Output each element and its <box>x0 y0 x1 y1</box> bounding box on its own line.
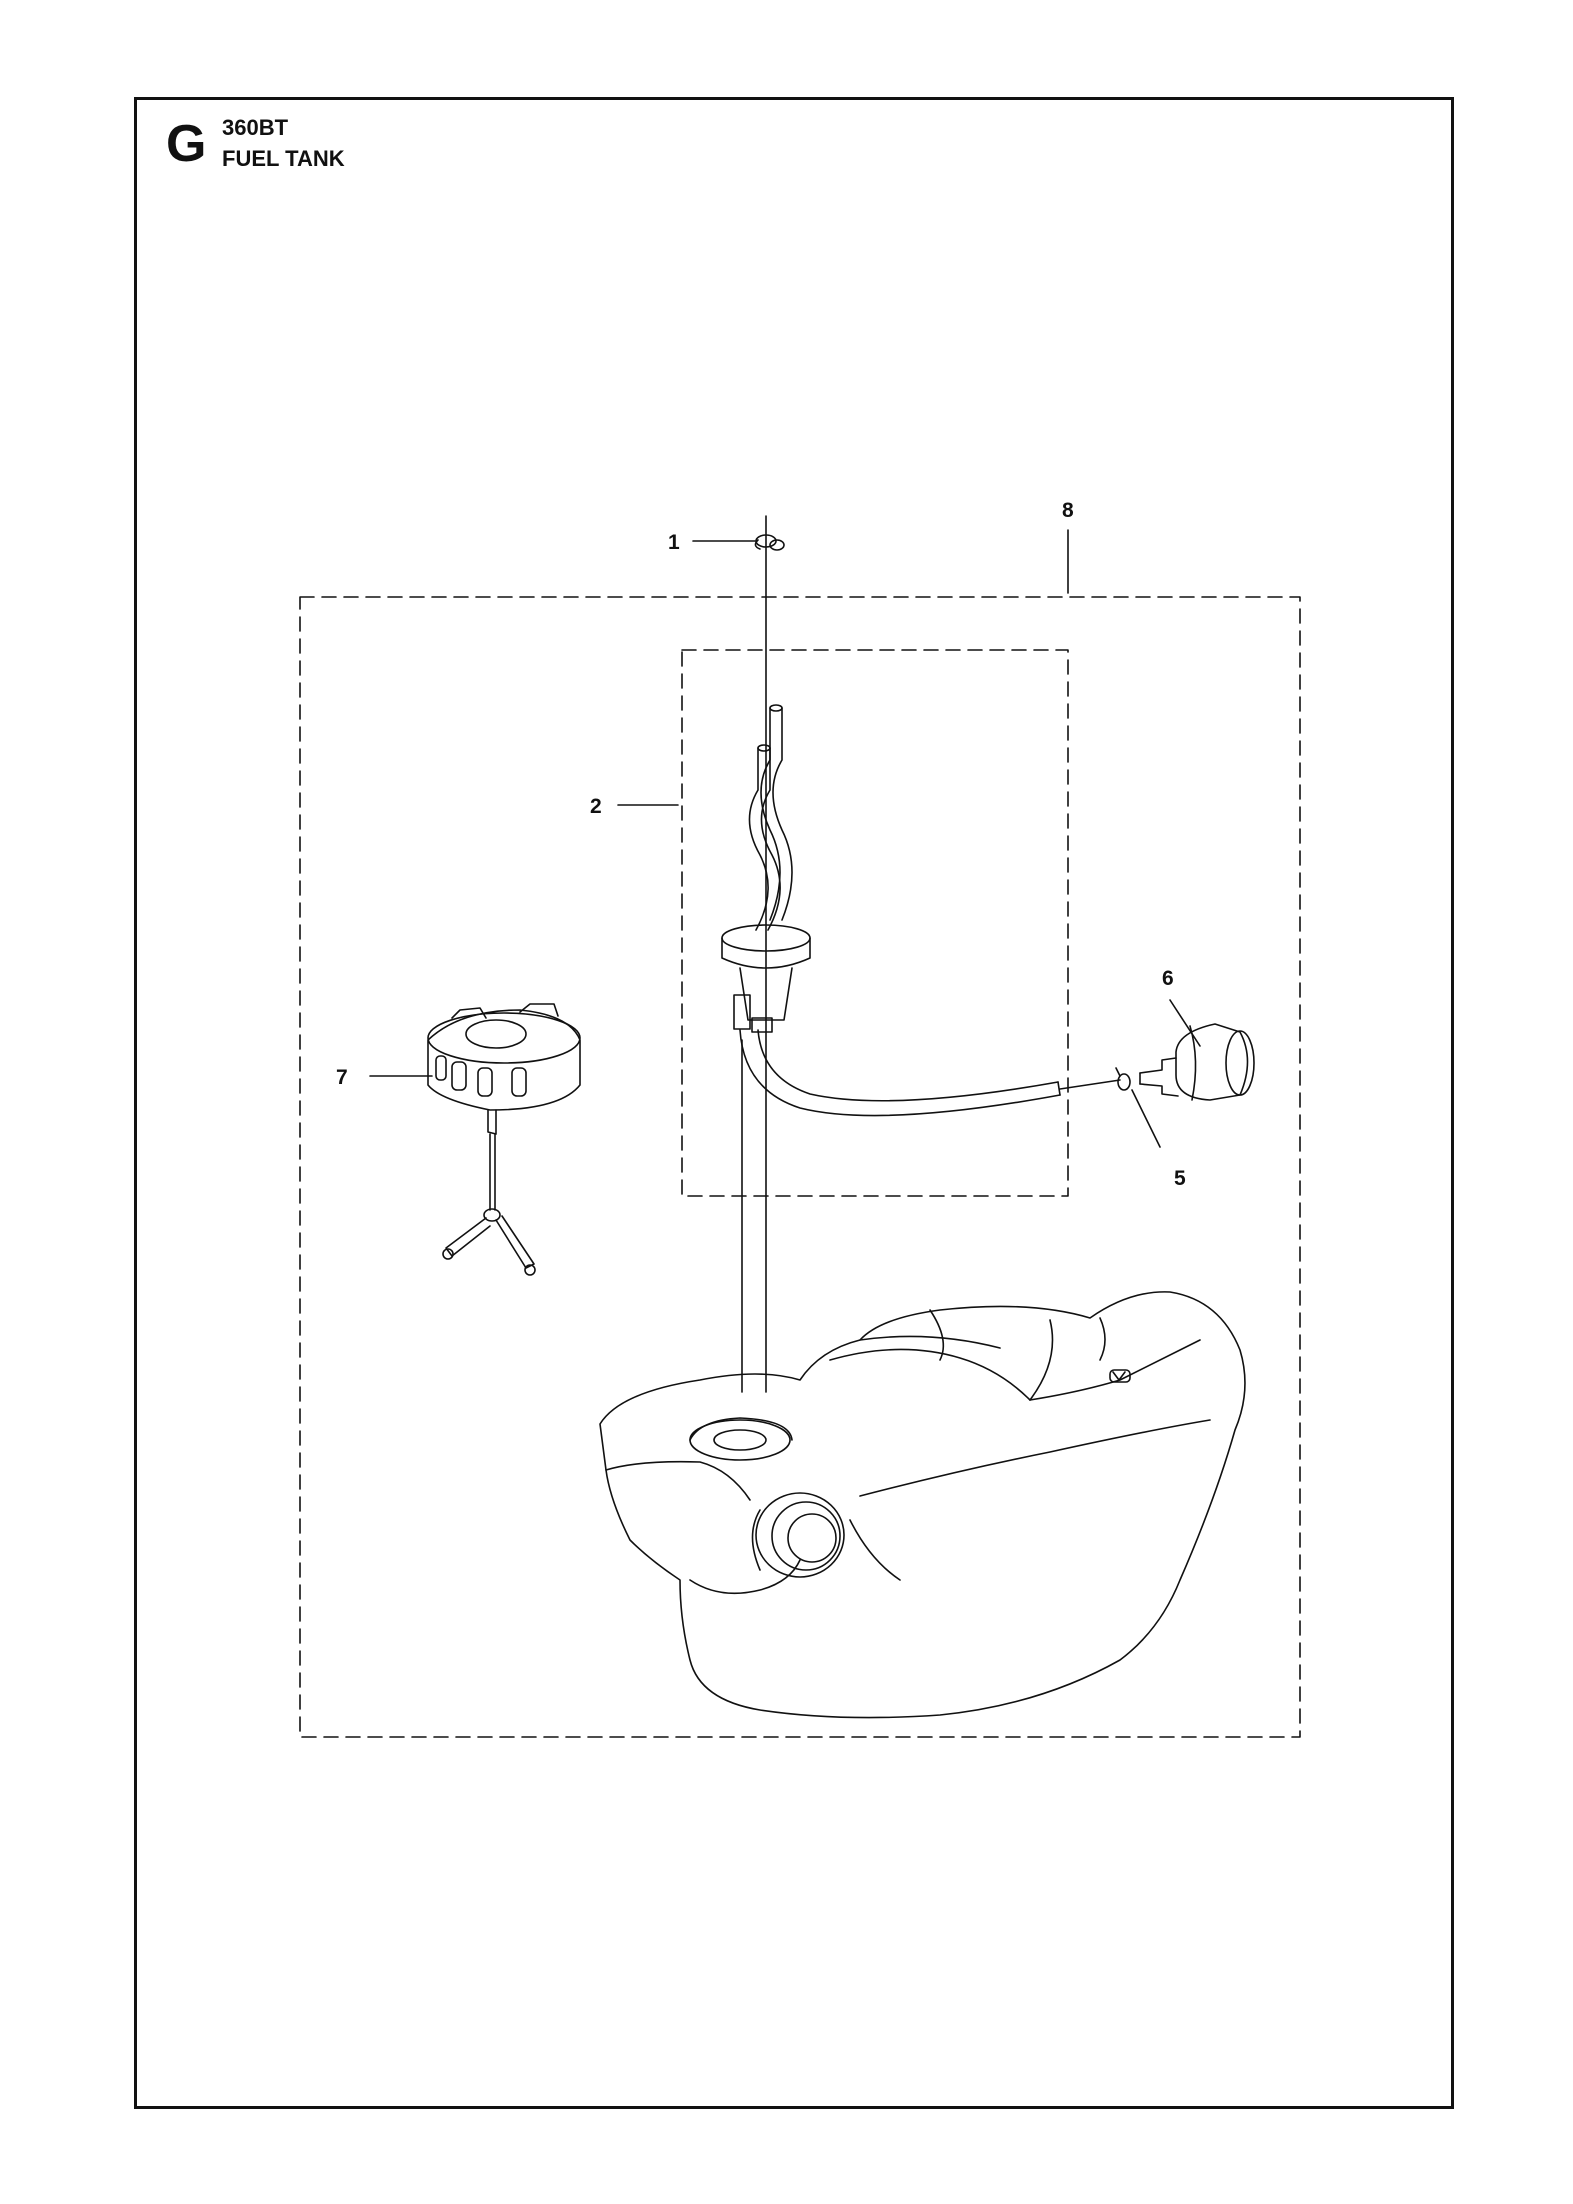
part-7-fuel-cap <box>427 1003 581 1276</box>
part-2-fuel-hose-assembly <box>721 704 1121 1117</box>
kit-boundary-8 <box>299 596 1301 1738</box>
page-frame <box>134 97 1454 2109</box>
subassembly-boundary-2 <box>681 649 1069 1197</box>
leader-6 <box>1169 999 1201 1047</box>
part-5-clamp <box>1115 1067 1131 1091</box>
callout-6: 6 <box>1162 967 1174 990</box>
part-6-fuel-filter <box>1139 1023 1255 1101</box>
callout-2: 2 <box>590 795 602 818</box>
callout-5: 5 <box>1174 1167 1186 1190</box>
diagram-title: FUEL TANK <box>222 146 345 171</box>
callout-7: 7 <box>336 1066 348 1089</box>
section-letter: G <box>166 115 207 173</box>
model-number: 360BT <box>222 115 289 140</box>
leader-5 <box>1131 1089 1161 1148</box>
callout-8: 8 <box>1062 499 1074 522</box>
fuel-tank-body <box>599 1291 1246 1719</box>
callout-1: 1 <box>668 531 680 554</box>
part-1-hose-clip <box>754 534 785 551</box>
